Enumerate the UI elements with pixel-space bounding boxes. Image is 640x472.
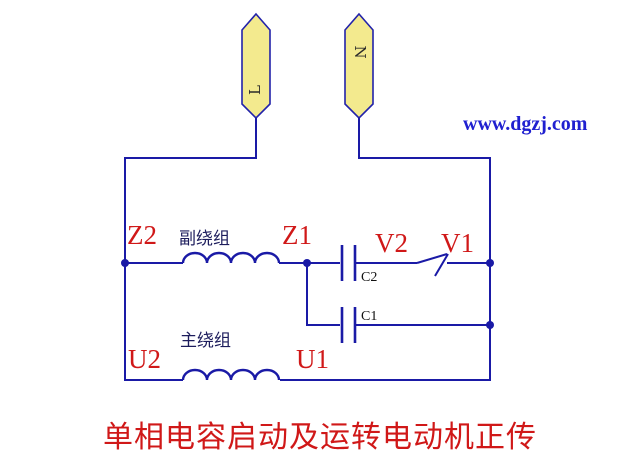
website-label: www.dgzj.com	[463, 113, 588, 135]
cap-C2-label: C2	[361, 270, 377, 285]
junction-c1	[486, 321, 494, 329]
aux-winding-coil	[181, 251, 281, 264]
terminal-v1: V1	[441, 228, 474, 258]
cap-C2-plates	[340, 245, 357, 281]
main-winding-coil	[181, 368, 281, 381]
terminal-z1: Z1	[282, 220, 312, 250]
junction-v1	[486, 259, 494, 267]
cap-C1-plates	[340, 307, 357, 343]
plug-L-label: L	[246, 85, 264, 95]
junction-left	[121, 259, 129, 267]
terminal-z2: Z2	[127, 220, 157, 250]
terminal-u1: U1	[296, 344, 329, 374]
plug-L: L	[241, 12, 271, 120]
terminal-u2: U2	[128, 344, 161, 374]
cap-C1-label: C1	[361, 309, 377, 324]
aux-winding-label: 副绕组	[179, 229, 230, 249]
wire-L	[124, 118, 257, 381]
junction-z1	[303, 259, 311, 267]
wire-N	[280, 118, 491, 381]
centrifugal-switch	[416, 253, 449, 277]
plug-N-label: N	[351, 45, 369, 58]
wire-c1-left	[306, 263, 340, 326]
plug-N: N	[344, 12, 374, 120]
terminal-v2: V2	[375, 228, 408, 258]
diagram-caption: 单相电容启动及运转电动机正传	[103, 420, 537, 455]
main-winding-label: 主绕组	[180, 331, 231, 351]
